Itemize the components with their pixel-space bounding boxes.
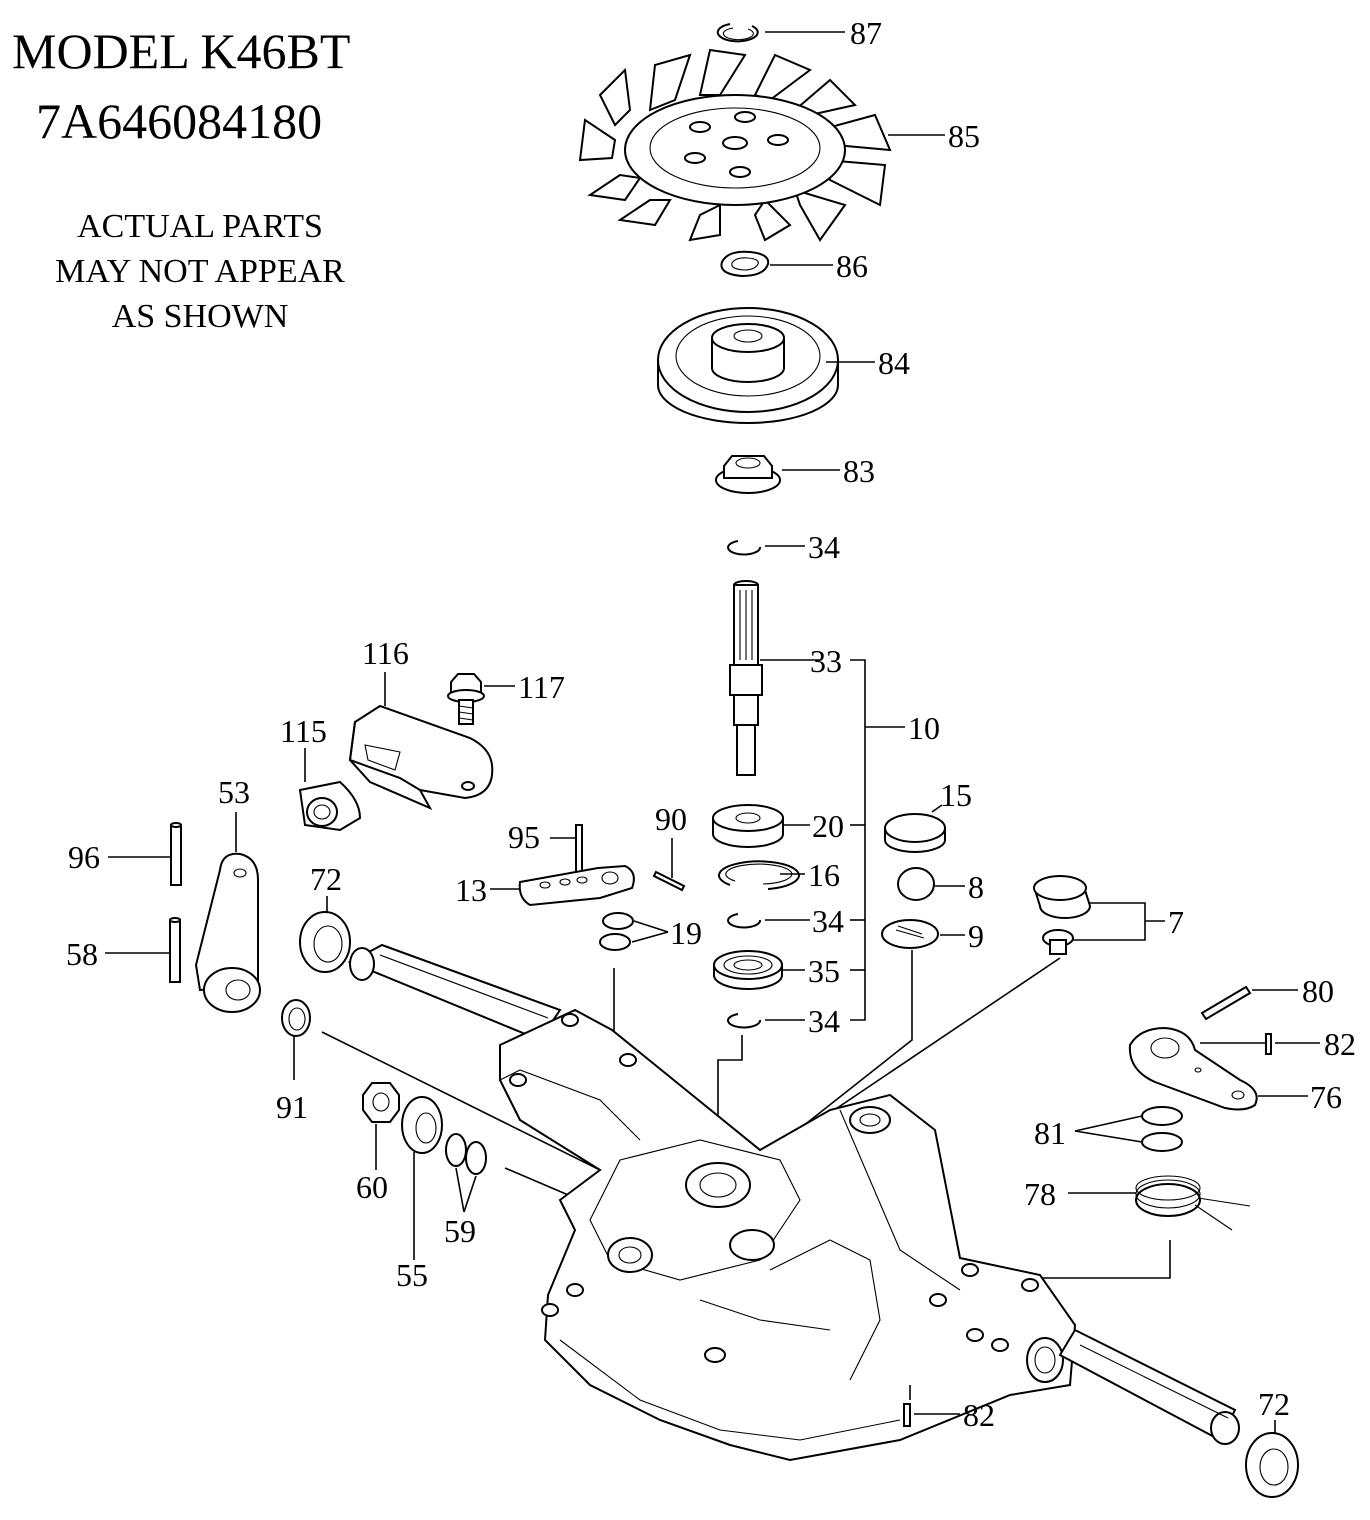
callout-117: 117	[518, 669, 565, 705]
callout-13: 13	[455, 872, 487, 908]
disclaimer-line-2: MAY NOT APPEAR	[55, 253, 345, 290]
part-19-washers	[599, 912, 634, 951]
part-82-pin-top	[1265, 1033, 1272, 1055]
part-82-pin-bottom	[903, 1403, 911, 1427]
callout-7: 7	[1168, 904, 1184, 940]
part-34-snap-ring-mid	[727, 913, 762, 929]
part-20-bushing	[712, 804, 784, 848]
callout-60: 60	[356, 1169, 388, 1205]
part-117-bolt	[447, 673, 485, 725]
callout-81: 81	[1034, 1115, 1066, 1151]
part-55-washer	[401, 1096, 443, 1154]
callout-34-top: 34	[808, 529, 840, 565]
callout-90: 90	[655, 801, 687, 837]
callout-85: 85	[948, 118, 980, 154]
callout-83: 83	[843, 453, 875, 489]
callout-80: 80	[1302, 973, 1334, 1009]
part-53-control-arm	[194, 852, 261, 1013]
callout-84: 84	[878, 345, 910, 381]
part-9-plug	[881, 919, 939, 949]
part-34-snap-ring-bottom	[727, 1013, 762, 1029]
callout-59: 59	[444, 1213, 476, 1249]
part-95-pin	[575, 824, 583, 874]
callout-78: 78	[1024, 1176, 1056, 1212]
callout-34-mid: 34	[812, 903, 844, 939]
part-16-retaining-ring	[718, 860, 800, 890]
callout-95: 95	[508, 819, 540, 855]
part-78-torsion-spring	[1135, 1175, 1251, 1231]
serial-number: 7A646084180	[36, 93, 323, 149]
callout-55: 55	[396, 1257, 428, 1293]
disclaimer-line-1: ACTUAL PARTS	[77, 208, 323, 245]
part-8-disc	[897, 867, 935, 901]
callout-35: 35	[808, 953, 840, 989]
part-91-oil-seal	[281, 999, 311, 1037]
part-86-key-washer	[720, 250, 770, 278]
part-90-pin	[652, 870, 686, 892]
transaxle-housing	[499, 1008, 1077, 1462]
callout-53: 53	[218, 774, 250, 810]
part-72-seal-left	[299, 911, 351, 973]
callout-116: 116	[362, 635, 409, 671]
callout-8: 8	[968, 869, 984, 905]
part-58-pin	[169, 917, 181, 983]
callout-86: 86	[836, 248, 868, 284]
part-33-input-shaft	[729, 580, 763, 776]
axle-left	[347, 943, 562, 1042]
callout-76: 76	[1310, 1079, 1342, 1115]
callout-33: 33	[810, 643, 842, 679]
callout-115: 115	[280, 713, 327, 749]
callout-58: 58	[66, 936, 98, 972]
part-83-flange-nut	[715, 455, 781, 494]
part-15-cap	[884, 813, 946, 853]
part-35-ball-bearing	[713, 950, 783, 990]
part-116-bracket	[348, 704, 494, 811]
model-title: MODEL K46BT	[12, 23, 351, 79]
callout-20: 20	[812, 808, 844, 844]
part-59-washers	[445, 1133, 487, 1175]
part-96-pin	[170, 822, 182, 886]
callout-91: 91	[276, 1089, 308, 1125]
disclaimer-line-3: AS SHOWN	[111, 298, 289, 335]
part-13-lever	[518, 864, 635, 907]
callout-9: 9	[968, 918, 984, 954]
part-87-retaining-ring	[716, 23, 759, 43]
callout-10: 10	[908, 710, 940, 746]
callout-16: 16	[808, 857, 840, 893]
callout-96: 96	[68, 839, 100, 875]
part-81-washers	[1141, 1106, 1183, 1152]
callout-15: 15	[940, 777, 972, 813]
part-34-snap-ring-top	[727, 540, 762, 556]
part-85-cooling-fan	[578, 48, 892, 242]
axle-right	[1058, 1328, 1240, 1445]
callout-34-bottom: 34	[808, 1003, 840, 1039]
part-7-valve-assembly	[1033, 875, 1092, 955]
callout-72-right: 72	[1258, 1386, 1290, 1422]
part-72-seal-right	[1245, 1432, 1299, 1498]
callout-87: 87	[850, 15, 882, 51]
part-115-bearing-block	[298, 780, 362, 832]
callout-82-bottom: 82	[963, 1397, 995, 1433]
part-80-pin	[1200, 985, 1252, 1021]
callout-72-left: 72	[310, 861, 342, 897]
part-60-nut	[362, 1082, 400, 1123]
part-76-bypass-arm	[1128, 1026, 1258, 1111]
part-84-pulley	[657, 307, 839, 424]
callout-19: 19	[670, 915, 702, 951]
callout-82-top: 82	[1324, 1026, 1356, 1062]
